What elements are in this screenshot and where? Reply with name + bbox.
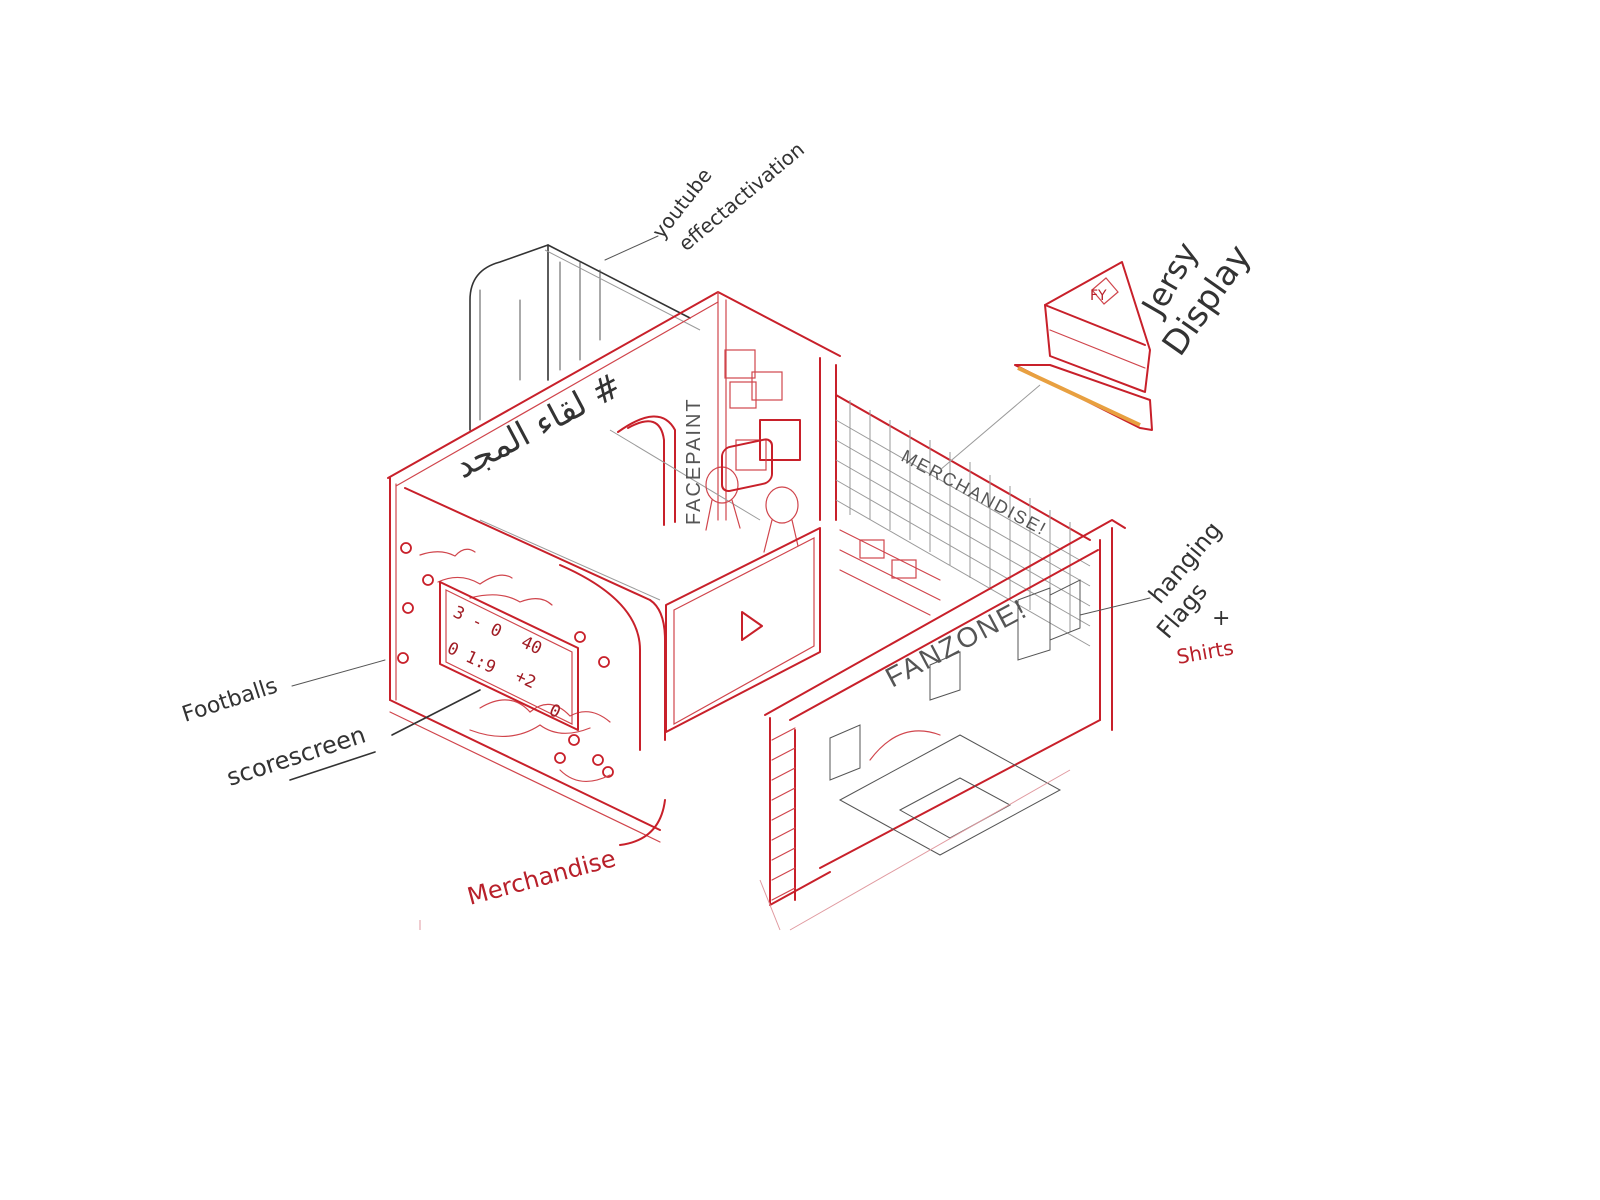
label-merchandise: Merchandise xyxy=(464,844,618,910)
leader-lines xyxy=(291,235,1151,846)
facepaint-sign: FACEPAINT xyxy=(683,397,705,525)
footballs-group xyxy=(397,542,614,778)
scorescreen: 3 - 0 40 0 1:9 +2 0 xyxy=(439,581,579,731)
merchandise-wall-sign: MERCHANDISE! xyxy=(898,446,1050,540)
front-wall-scribbles xyxy=(419,548,611,782)
youtube-screen xyxy=(665,438,821,733)
booth-frame xyxy=(387,291,841,843)
construction-lines xyxy=(419,769,1071,931)
facepaint-area: FACEPAINT xyxy=(683,349,801,553)
label-scorescreen: scorescreen xyxy=(223,720,369,791)
score-row3-right: 0 xyxy=(546,700,564,722)
score-row2-right: +2 xyxy=(512,666,539,693)
arabic-banner: # لقاء المجد xyxy=(448,365,629,486)
merchandise-grid-wall: MERCHANDISE! xyxy=(835,394,1091,647)
annotation-labels: youtube effectactivation Jersy Display h… xyxy=(179,137,1259,911)
score-row2-left: 0 1:9 xyxy=(444,638,499,678)
jersey-display: FY xyxy=(1014,261,1153,431)
label-shirts: Shirts xyxy=(1175,635,1236,669)
jersey-badge: FY xyxy=(1090,288,1107,304)
label-plus: + xyxy=(1212,606,1230,631)
label-footballs: Footballs xyxy=(179,673,280,727)
